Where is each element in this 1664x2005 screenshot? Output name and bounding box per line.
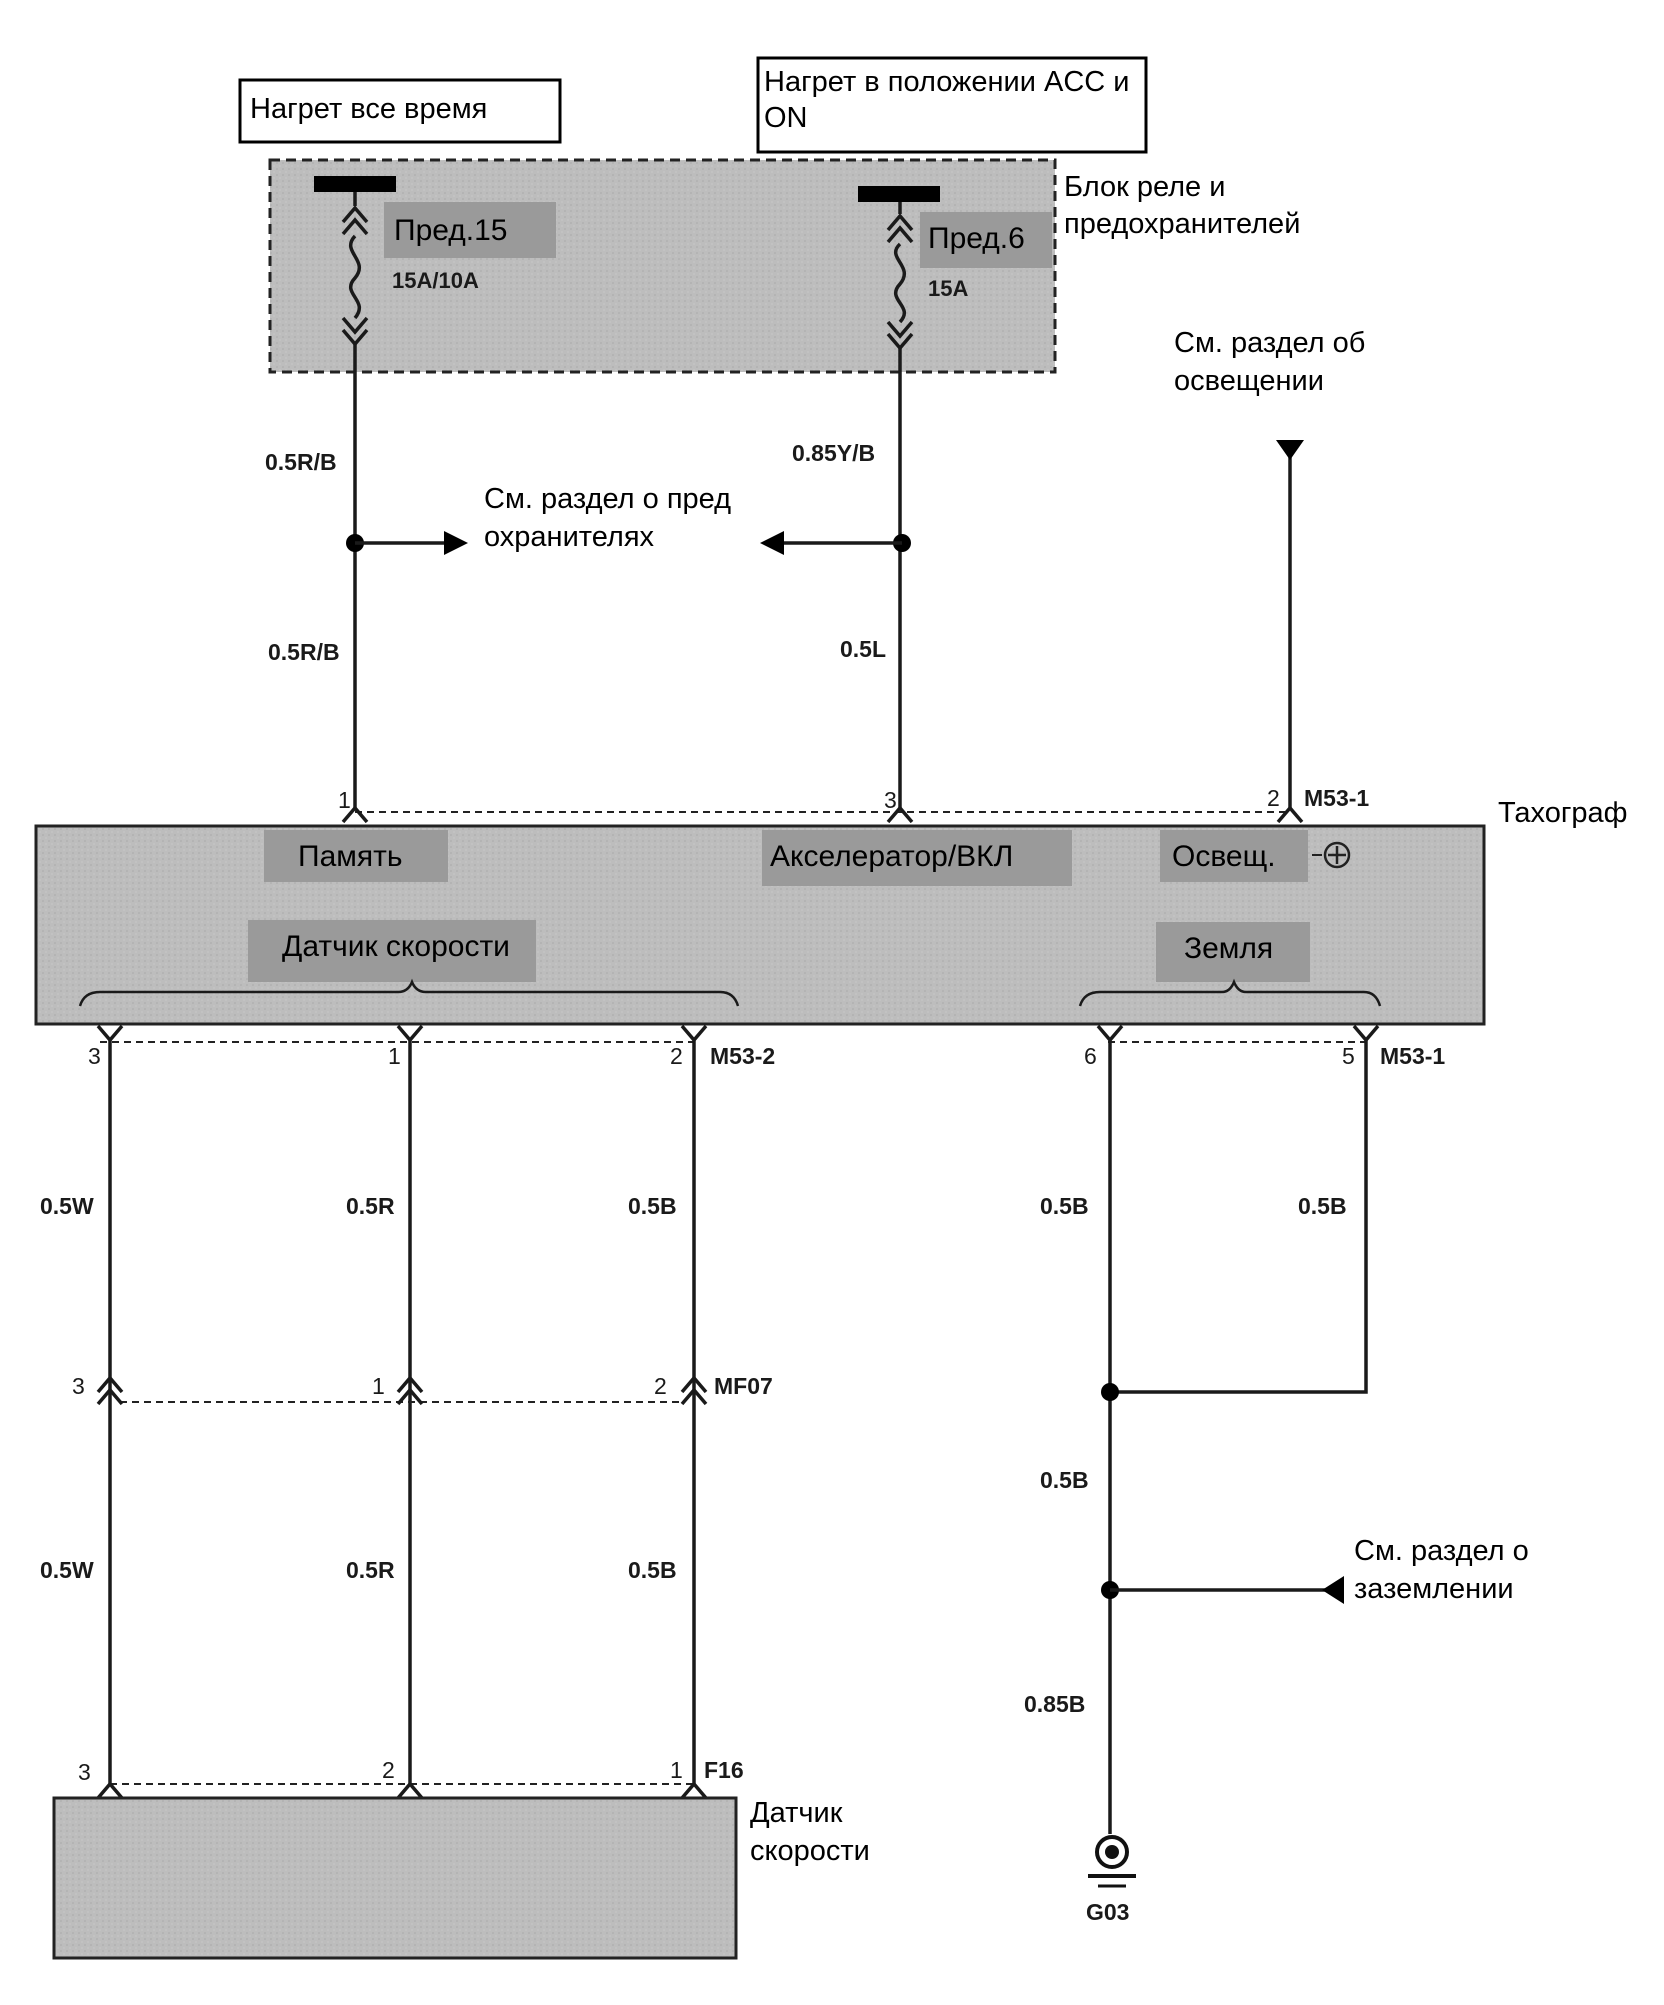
wire-label-w-lower: 0.5W bbox=[40, 1557, 94, 1583]
pin-bottom-1 bbox=[396, 1024, 424, 1043]
wire-label-ground-right: 0.5B bbox=[1298, 1193, 1347, 1219]
fuse-right-label: Пред.6 bbox=[928, 222, 1025, 255]
accel-label: Акселератор/ВКЛ bbox=[770, 840, 1013, 873]
fuse-right-busbar bbox=[858, 186, 940, 202]
always-hot-label: Нагрет все время bbox=[250, 93, 487, 125]
pin-label-bottom-6: 6 bbox=[1084, 1043, 1097, 1069]
pin-bottom-6 bbox=[1096, 1024, 1124, 1043]
fuse-left-label: Пред.15 bbox=[394, 214, 507, 247]
wire-label-rb-top: 0.5R/B bbox=[265, 449, 337, 475]
ground-label-bg bbox=[1156, 922, 1310, 982]
pin-label-bottom-3: 3 bbox=[88, 1043, 101, 1069]
speed-sensor-title: Датчик скорости bbox=[744, 1790, 960, 1874]
pin-label-top-2: 2 bbox=[1267, 785, 1280, 811]
pin-label-top-1: 1 bbox=[338, 787, 351, 813]
pin-label-bottom-2: 2 bbox=[670, 1043, 683, 1069]
illum-label: Освещ. bbox=[1172, 840, 1276, 873]
wire-label-yb: 0.85Y/B bbox=[792, 440, 875, 466]
fuse-left-rating: 15A/10A bbox=[392, 268, 479, 293]
connector-m53-2-name: M53-2 bbox=[710, 1043, 775, 1069]
pin-label-bottom-1: 1 bbox=[388, 1043, 401, 1069]
wire-label-ground-mid: 0.5B bbox=[1040, 1467, 1089, 1493]
wire-label-ground-left: 0.5B bbox=[1040, 1193, 1089, 1219]
fuse-left-element bbox=[348, 234, 362, 320]
mf07-pin-2: 2 bbox=[654, 1373, 667, 1399]
pin-bottom-5 bbox=[1352, 1024, 1380, 1043]
connector-mf07-name: MF07 bbox=[714, 1373, 773, 1399]
illum-source-arrow bbox=[1276, 440, 1304, 460]
pin-bottom-3 bbox=[96, 1024, 124, 1043]
arrow-to-fuse-ref-left bbox=[444, 531, 468, 555]
fuse-right-label-bg bbox=[920, 212, 1052, 268]
f16-pin-3-shape bbox=[96, 1781, 124, 1800]
speed-sensor-label-bg bbox=[248, 920, 536, 982]
mf07-pin-1: 1 bbox=[372, 1373, 385, 1399]
f16-pin-2: 2 bbox=[382, 1757, 395, 1783]
grounding-reference: См. раздел о заземлении bbox=[1348, 1528, 1596, 1612]
ground-icon bbox=[1088, 1835, 1136, 1888]
fuse-left-label-bg bbox=[384, 202, 556, 258]
accel-label-bg bbox=[762, 830, 1072, 886]
fuse-box-title: Блок реле и предохранителей bbox=[1058, 165, 1368, 247]
f16-pin-1-shape bbox=[680, 1781, 708, 1800]
fuse-right-rating: 15A bbox=[928, 276, 968, 301]
wire-label-rb-bottom: 0.5R/B bbox=[268, 639, 340, 665]
arrow-from-ground-ref bbox=[1322, 1576, 1344, 1604]
wire-label-r-upper: 0.5R bbox=[346, 1193, 395, 1219]
memory-label: Память bbox=[298, 840, 403, 873]
connector-top-name: M53-1 bbox=[1304, 785, 1369, 811]
acc-on-hot-label: Нагрет в положении ACC и ON bbox=[764, 66, 1130, 134]
f16-pin-2-shape bbox=[396, 1781, 424, 1800]
always-hot-box: Нагрет все время bbox=[238, 78, 562, 144]
wire-label-r-lower: 0.5R bbox=[346, 1557, 395, 1583]
ground-label: Земля bbox=[1184, 932, 1273, 965]
wire-label-w-upper: 0.5W bbox=[40, 1193, 94, 1219]
connector-f16-name: F16 bbox=[704, 1757, 744, 1783]
wire-label-b-lower: 0.5B bbox=[628, 1557, 677, 1583]
illum-bulb-icon bbox=[1323, 841, 1351, 869]
wire-ground-return bbox=[1110, 1040, 1368, 1394]
speed-sensor-brace bbox=[78, 978, 740, 1007]
illum-label-bg bbox=[1160, 830, 1308, 882]
arrow-to-fuse-ref-right bbox=[760, 531, 784, 555]
tachograph-title: Тахограф bbox=[1498, 797, 1628, 829]
fuse-left: Пред.15 15A/10A bbox=[314, 176, 556, 347]
wire-label-ground-bottom: 0.85B bbox=[1024, 1691, 1085, 1717]
f16-pin-3: 3 bbox=[78, 1759, 91, 1785]
wire-label-l: 0.5L bbox=[840, 636, 886, 662]
wire-label-b-upper: 0.5B bbox=[628, 1193, 677, 1219]
acc-on-hot-box: Нагрет в положении ACC и ON bbox=[756, 56, 1148, 154]
pin-top-2 bbox=[1276, 805, 1304, 824]
fuse-left-busbar bbox=[314, 176, 396, 192]
splice-ground-1 bbox=[1101, 1383, 1119, 1401]
pin-label-bottom-5: 5 bbox=[1342, 1043, 1355, 1069]
ground-point-name: G03 bbox=[1086, 1899, 1129, 1925]
connector-mf07 bbox=[96, 1375, 708, 1406]
fuse-reference: См. раздел о предохранителях bbox=[478, 476, 750, 560]
f16-pin-1: 1 bbox=[670, 1757, 683, 1783]
pin-top-1 bbox=[341, 805, 369, 824]
connector-m53-1-bottom-name: M53-1 bbox=[1380, 1043, 1445, 1069]
mf07-pin-3: 3 bbox=[72, 1373, 85, 1399]
fuse-right-element bbox=[893, 242, 907, 324]
pin-label-top-3: 3 bbox=[884, 787, 897, 813]
memory-label-bg bbox=[264, 830, 448, 882]
speed-sensor-box bbox=[52, 1796, 738, 1960]
pin-bottom-2 bbox=[680, 1024, 708, 1043]
lighting-reference: См. раздел об освещении bbox=[1168, 320, 1450, 404]
speed-sensor-label: Датчик скорости bbox=[282, 930, 510, 963]
pin-top-3 bbox=[886, 805, 914, 824]
ground-brace bbox=[1078, 978, 1382, 1007]
fuse-right: Пред.6 15A bbox=[858, 186, 1052, 351]
